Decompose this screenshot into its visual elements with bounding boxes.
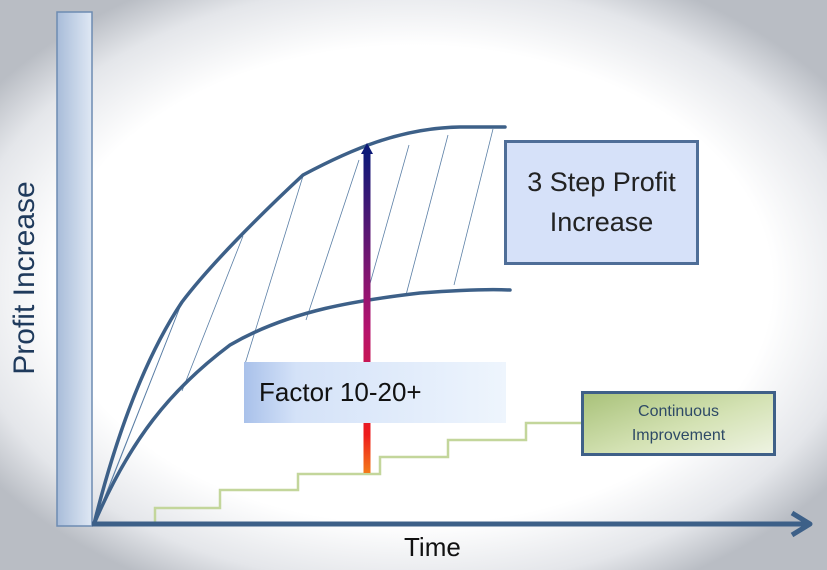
three-step-profit-box: 3 Step Profit Increase xyxy=(504,140,699,265)
ci-line2: Improvement xyxy=(631,426,726,444)
y-axis-bar xyxy=(56,11,93,527)
factor-label: Factor 10-20+ xyxy=(259,377,422,407)
y-axis-label: Profit Increase xyxy=(8,181,41,375)
upper-profit-curve xyxy=(92,125,507,526)
step-profit-line1: 3 Step Profit xyxy=(527,167,676,198)
factor-arrowhead xyxy=(361,143,373,154)
lower-profit-curve xyxy=(92,287,512,526)
continuous-improvement-step-line xyxy=(94,421,582,527)
factor-arrow-shaft xyxy=(363,152,371,473)
hatch-lines xyxy=(93,128,494,525)
x-axis-arrowhead xyxy=(790,510,813,538)
continuous-improvement-box: Continuous Improvement xyxy=(581,391,776,456)
x-axis-label: Time xyxy=(404,532,461,562)
factor-box: Factor 10-20+ xyxy=(244,362,506,423)
ci-line1: Continuous xyxy=(638,403,719,421)
step-profit-line2: Increase xyxy=(549,206,654,237)
